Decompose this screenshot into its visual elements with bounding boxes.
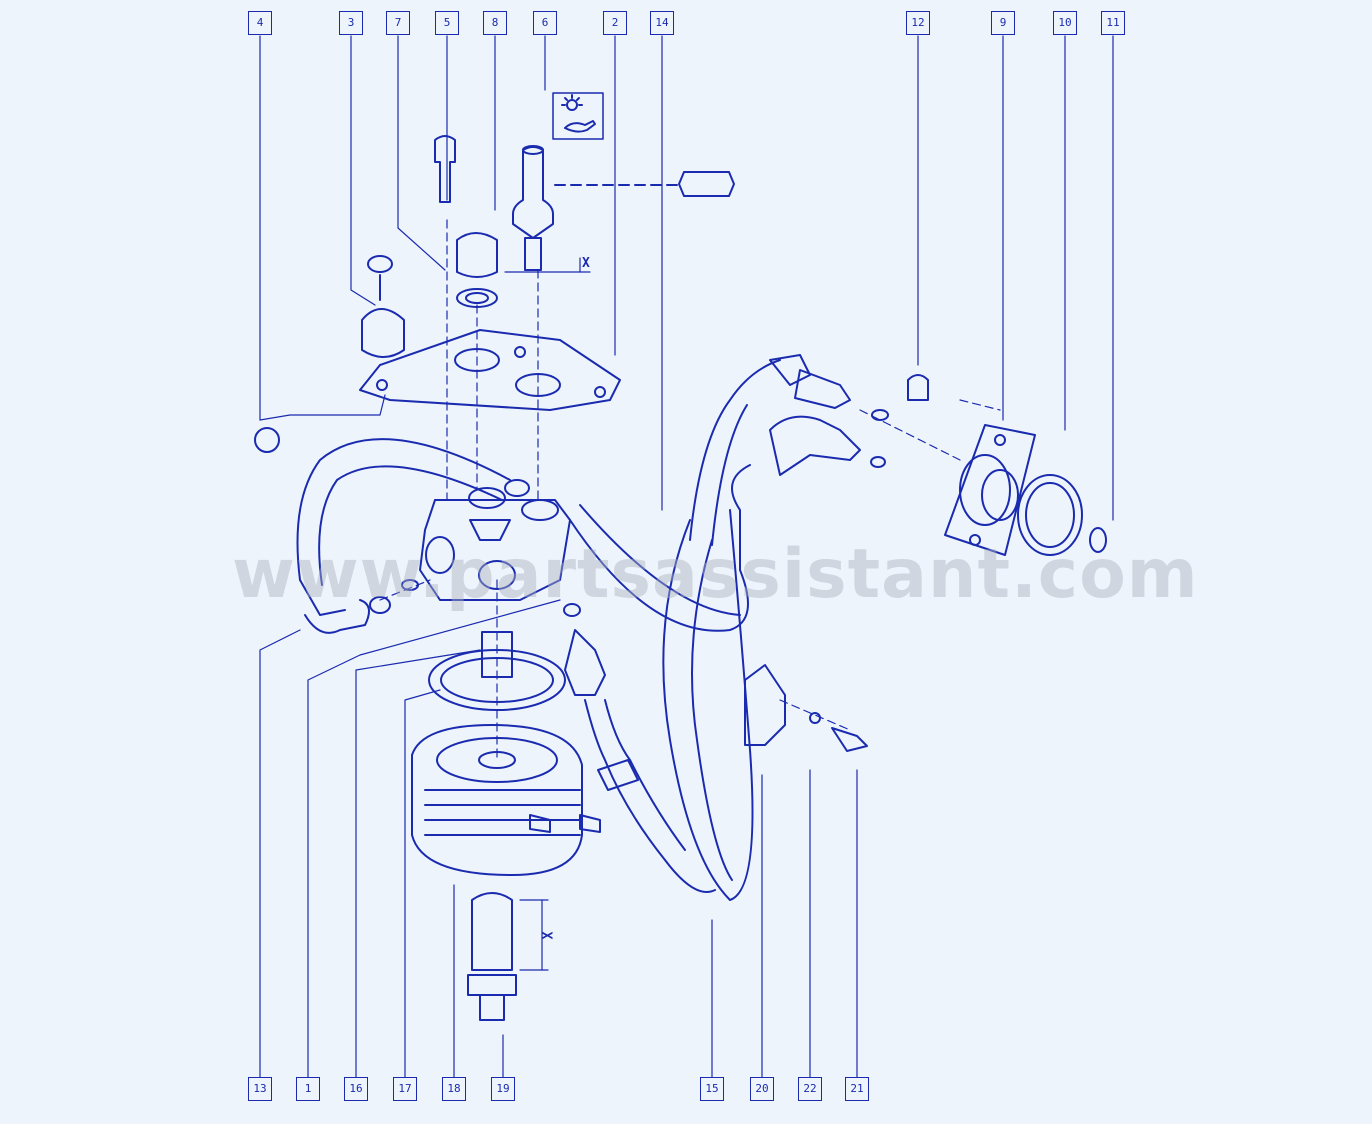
part-label-3[interactable]: 3 bbox=[339, 11, 363, 35]
dimension-label-bottom: X bbox=[541, 931, 557, 940]
part-label-16[interactable]: 16 bbox=[344, 1077, 368, 1101]
part-label-4[interactable]: 4 bbox=[248, 11, 272, 35]
part-label-13[interactable]: 13 bbox=[248, 1077, 272, 1101]
sensor-3 bbox=[254, 255, 405, 453]
part-label-12[interactable]: 12 bbox=[906, 11, 930, 35]
flange-plate bbox=[359, 329, 621, 411]
dimension-mark-top bbox=[504, 257, 591, 273]
part-label-2[interactable]: 2 bbox=[603, 11, 627, 35]
filter-housing-block bbox=[419, 479, 571, 601]
part-label-7[interactable]: 7 bbox=[386, 11, 410, 35]
hose-left bbox=[296, 438, 511, 634]
part-label-15[interactable]: 15 bbox=[700, 1077, 724, 1101]
plug-8 bbox=[456, 232, 498, 308]
hose-upper bbox=[569, 354, 889, 632]
part-label-10[interactable]: 10 bbox=[1053, 11, 1077, 35]
part-label-11[interactable]: 11 bbox=[1101, 11, 1125, 35]
part-label-9[interactable]: 9 bbox=[991, 11, 1015, 35]
watermark-text: www.partsassistant.com bbox=[232, 535, 1199, 614]
seal-ring bbox=[428, 631, 566, 711]
part-label-1[interactable]: 1 bbox=[296, 1077, 320, 1101]
clip-bracket bbox=[744, 664, 868, 752]
part-label-21[interactable]: 21 bbox=[845, 1077, 869, 1101]
part-label-22[interactable]: 22 bbox=[798, 1077, 822, 1101]
thermostat-housing bbox=[907, 374, 1107, 556]
hose-long bbox=[662, 509, 754, 901]
bottom-leader-lines bbox=[259, 599, 858, 1078]
part-label-18[interactable]: 18 bbox=[442, 1077, 466, 1101]
part-label-8[interactable]: 8 bbox=[483, 11, 507, 35]
hose-lower bbox=[563, 603, 716, 893]
bolt-5 bbox=[434, 135, 456, 203]
top-leader-lines bbox=[259, 35, 1114, 521]
assembly-lines bbox=[379, 219, 1001, 761]
part-label-19[interactable]: 19 bbox=[491, 1077, 515, 1101]
part-label-5[interactable]: 5 bbox=[435, 11, 459, 35]
part-label-6[interactable]: 6 bbox=[533, 11, 557, 35]
pressure-switch bbox=[512, 145, 735, 271]
part-label-14[interactable]: 14 bbox=[650, 11, 674, 35]
part-label-17[interactable]: 17 bbox=[393, 1077, 417, 1101]
dimension-label-top: X bbox=[582, 256, 590, 271]
oil-cooler bbox=[411, 724, 601, 876]
oil-pressure-warning-icon bbox=[552, 92, 604, 140]
part-label-20[interactable]: 20 bbox=[750, 1077, 774, 1101]
threaded-stud bbox=[467, 892, 549, 1021]
